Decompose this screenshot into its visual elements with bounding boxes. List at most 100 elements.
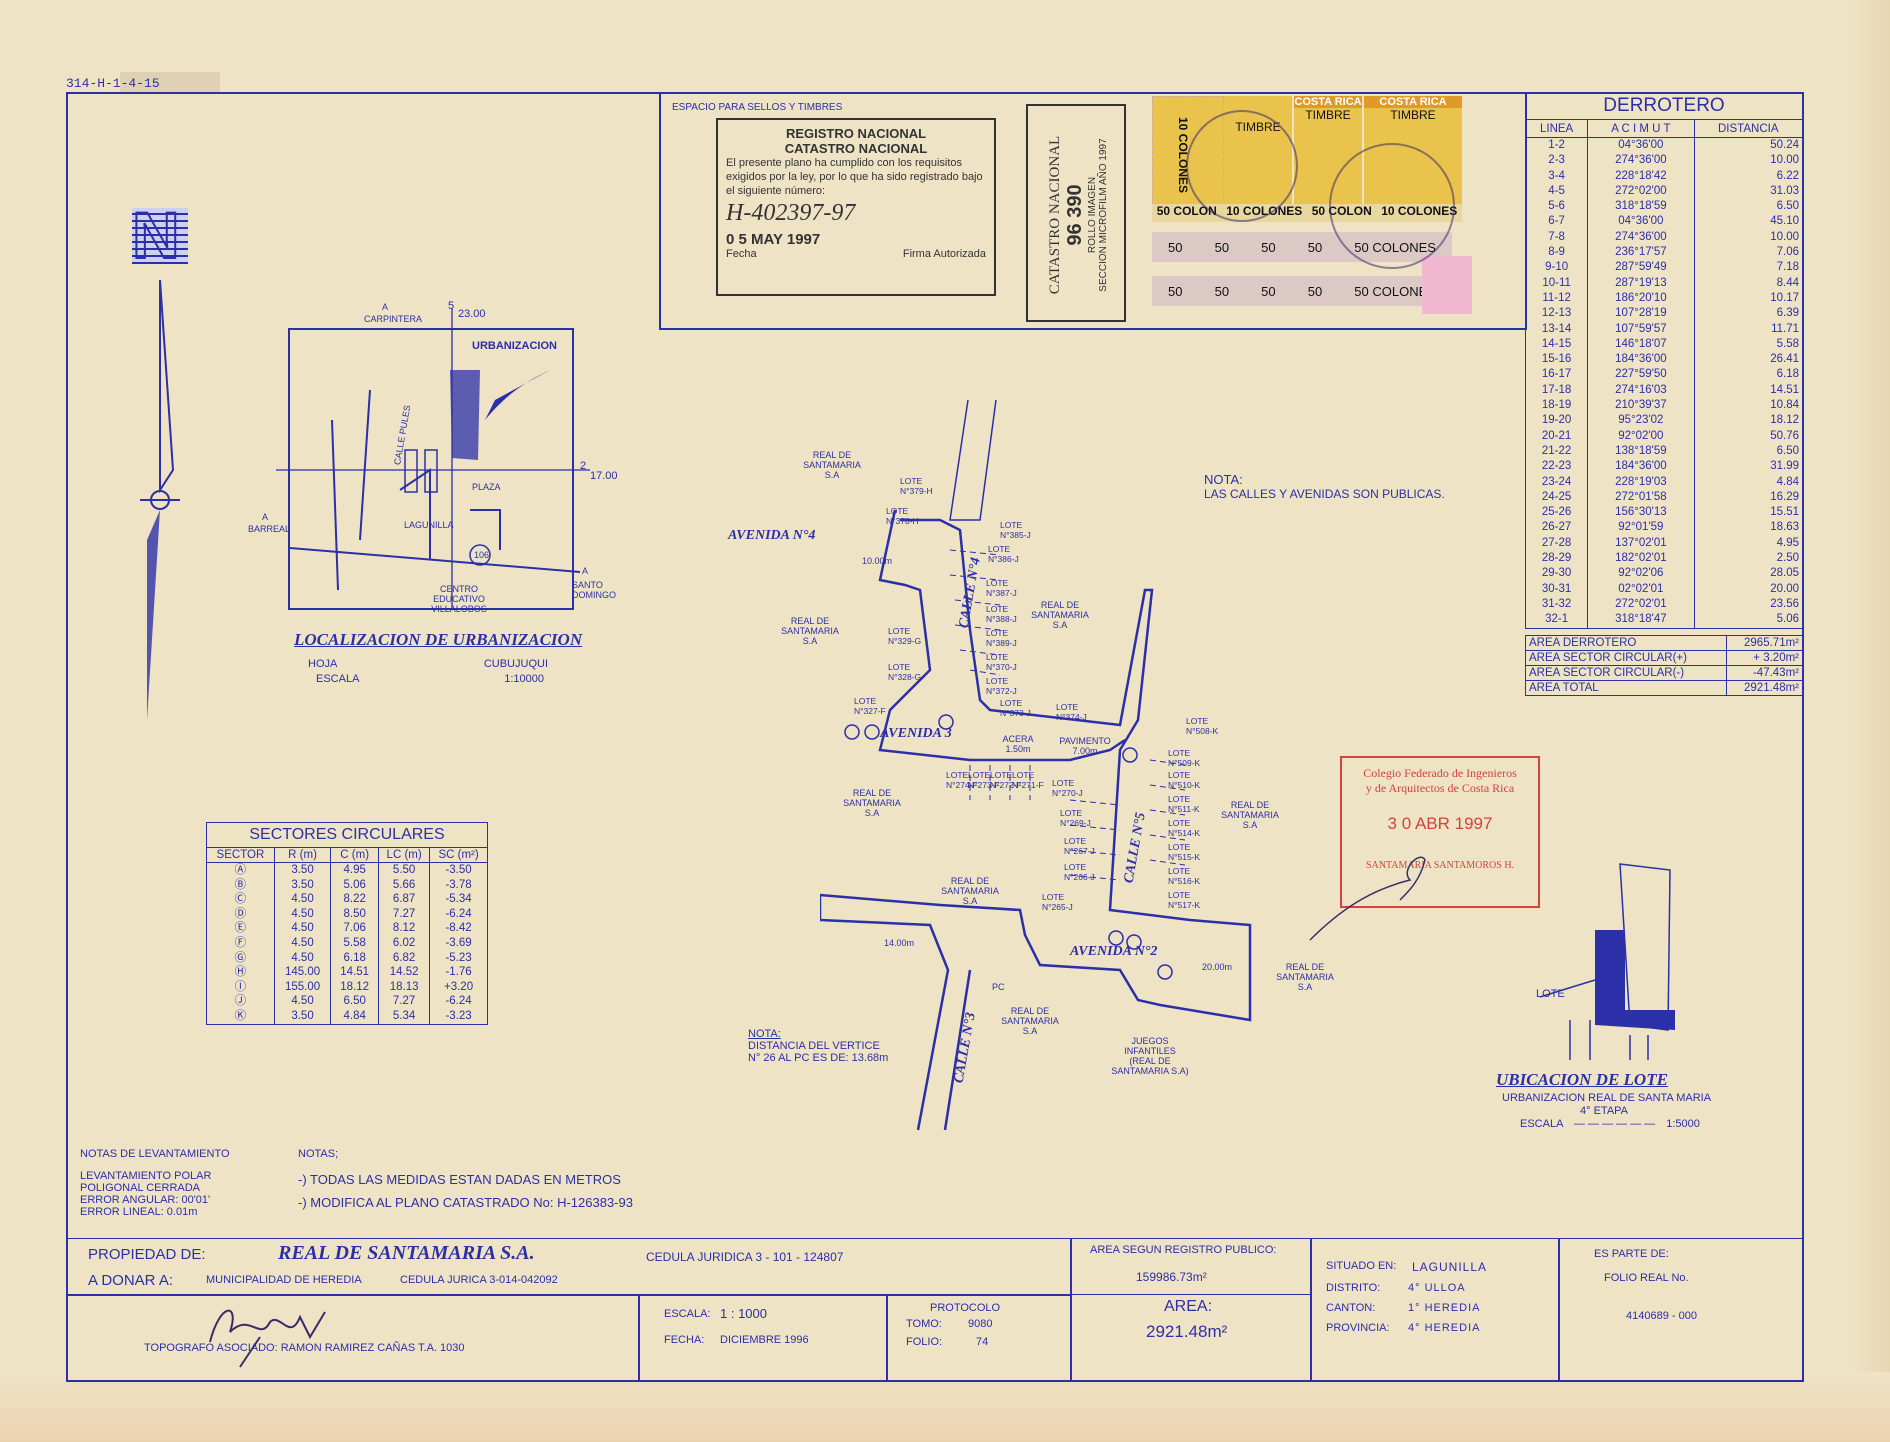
sectores-cell: 14.51 — [330, 965, 380, 980]
sectores-cell: Ⓙ — [206, 994, 275, 1009]
lote-label: LOTE N°373-J — [1000, 698, 1031, 718]
pc-label: PC — [992, 982, 1005, 992]
derrotero-cell: 31-32 — [1524, 596, 1589, 613]
derrotero-cell: 228°19'03 — [1587, 474, 1695, 490]
loc-escala: ESCALA 1:10000 — [316, 673, 544, 685]
registro-fecha-value: 0 5 MAY 1997 — [726, 231, 821, 248]
derrotero-cell: 22-23 — [1524, 459, 1589, 475]
tb-folio-value: 74 — [976, 1336, 989, 1348]
derrotero-cell: 28-29 — [1524, 551, 1589, 567]
sectores-cell: 4.84 — [330, 1008, 380, 1025]
derrotero-cell: 28.05 — [1693, 566, 1803, 582]
sectores-cell: 6.50 — [330, 994, 380, 1009]
tb-prop-value: REAL DE SANTAMARIA S.A. — [278, 1242, 535, 1264]
sectores-cell: -5.23 — [429, 950, 488, 966]
localizacion-drawing — [276, 308, 590, 610]
lote-label: LOTE N°265-J — [1042, 892, 1073, 912]
derrotero-cell: 9-10 — [1524, 260, 1589, 276]
derrotero-cell: 10.00 — [1693, 229, 1803, 246]
derrotero-cell: 25-26 — [1524, 505, 1589, 521]
derrotero-cell: 272°01'58 — [1587, 489, 1695, 506]
tb-topo — [66, 1294, 640, 1380]
tb-sit-label: SITUADO EN: — [1326, 1260, 1397, 1272]
stamp-50colones-a: 50 COLONES — [1354, 239, 1436, 255]
notas-lev-l3: ERROR ANGULAR: 00'01' — [80, 1194, 211, 1206]
sectores-cell: 3.50 — [273, 1008, 332, 1025]
derrotero-cell: 3-4 — [1524, 168, 1589, 184]
notas-lev-l4: ERROR LINEAL: 0.01m — [80, 1206, 198, 1218]
notas-lev-title: NOTAS DE LEVANTAMIENTO — [80, 1148, 230, 1160]
sectores-header: SC (m²) — [429, 847, 488, 863]
real-label-3: REAL DE SANTAMARIA S.A — [1031, 600, 1089, 630]
derrotero-cell: 182°02'01 — [1587, 551, 1695, 567]
derrotero-cell: 20.00 — [1693, 581, 1803, 597]
stamp-pink — [1422, 256, 1472, 314]
derrotero-total-cell: 2921.48m² — [1726, 679, 1803, 696]
tb-prop-label: PROPIEDAD DE: — [88, 1246, 206, 1263]
sectores-cell: 7.06 — [330, 921, 380, 936]
sector-c-mark — [938, 714, 954, 730]
loc-lot-1 — [404, 449, 418, 493]
derrotero-total-cell: -47.43m² — [1726, 664, 1803, 681]
sectores-cell: 3.50 — [273, 862, 332, 878]
registro-fecha-label: Fecha — [726, 248, 757, 260]
loc-hoja-label: HOJA — [308, 658, 338, 670]
sectores-cell: 155.00 — [273, 979, 332, 995]
stamp-4-costa: COSTA RICA — [1364, 96, 1462, 108]
sectores-cell: 145.00 — [273, 965, 332, 980]
lote-label: LOTE N°389-J — [986, 628, 1017, 648]
derrotero-cell: 31.03 — [1693, 183, 1803, 200]
lote-label: LOTE N°509-K — [1168, 748, 1201, 768]
derrotero-cell: 4.95 — [1693, 535, 1803, 552]
stamp-50colon-a: 50 COLON — [1156, 204, 1217, 218]
sectores-cell: 4.50 — [273, 921, 332, 936]
sectores-cell: -8.42 — [429, 921, 488, 936]
ubicacion-pointer — [1540, 979, 1596, 998]
colegio-fecha: 3 0 ABR 1997 — [1387, 814, 1493, 833]
sectores-cell: Ⓕ — [206, 935, 275, 951]
derrotero-cell: 6.18 — [1693, 367, 1803, 383]
derrotero-cell: 186°20'10 — [1587, 290, 1695, 307]
colegio-l1: Colegio Federado de Ingenieros — [1363, 766, 1517, 780]
lote-label: LOTE N°372-J — [986, 676, 1017, 696]
derrotero-cell: 272°02'01 — [1587, 596, 1695, 613]
ubicacion-map — [1540, 863, 1675, 1060]
sectores-cell: 6.18 — [330, 950, 380, 966]
derrotero-cell: 274°16'03 — [1587, 382, 1695, 399]
lote-label: LOTE N°379-H — [900, 476, 933, 496]
derrotero-cell: 50.24 — [1693, 137, 1803, 154]
lote-label: LOTE N°370-J — [986, 652, 1017, 672]
catastro-l1: ROLLO IMAGEN — [1087, 176, 1098, 254]
sectores-cell: 14.52 — [378, 965, 431, 980]
juegos-label: JUEGOS INFANTILES (REAL DE SANTAMARIA S.… — [1111, 1036, 1189, 1076]
tape-mark — [120, 72, 220, 92]
sectores-cell: 6.02 — [378, 935, 431, 951]
ubicacion-l1: URBANIZACION REAL DE SANTA MARIA — [1502, 1092, 1712, 1104]
tb-area-value: 2921.48m² — [1146, 1322, 1228, 1341]
derrotero-cell: 1-2 — [1524, 137, 1589, 154]
loc-escala-label: ESCALA — [316, 673, 360, 685]
notas-levantamiento: NOTAS DE LEVANTAMIENTO LEVANTAMIENTO POL… — [80, 1148, 230, 1218]
derrotero-cell: 228°18'42 — [1587, 168, 1695, 184]
tb-tomo-label: TOMO: — [906, 1318, 942, 1330]
tb-situado — [1310, 1238, 1560, 1380]
seals-label: ESPACIO PARA SELLOS Y TIMBRES — [672, 102, 843, 113]
derrotero-cell: 29-30 — [1524, 566, 1589, 582]
lot-boundary — [820, 509, 1252, 1131]
